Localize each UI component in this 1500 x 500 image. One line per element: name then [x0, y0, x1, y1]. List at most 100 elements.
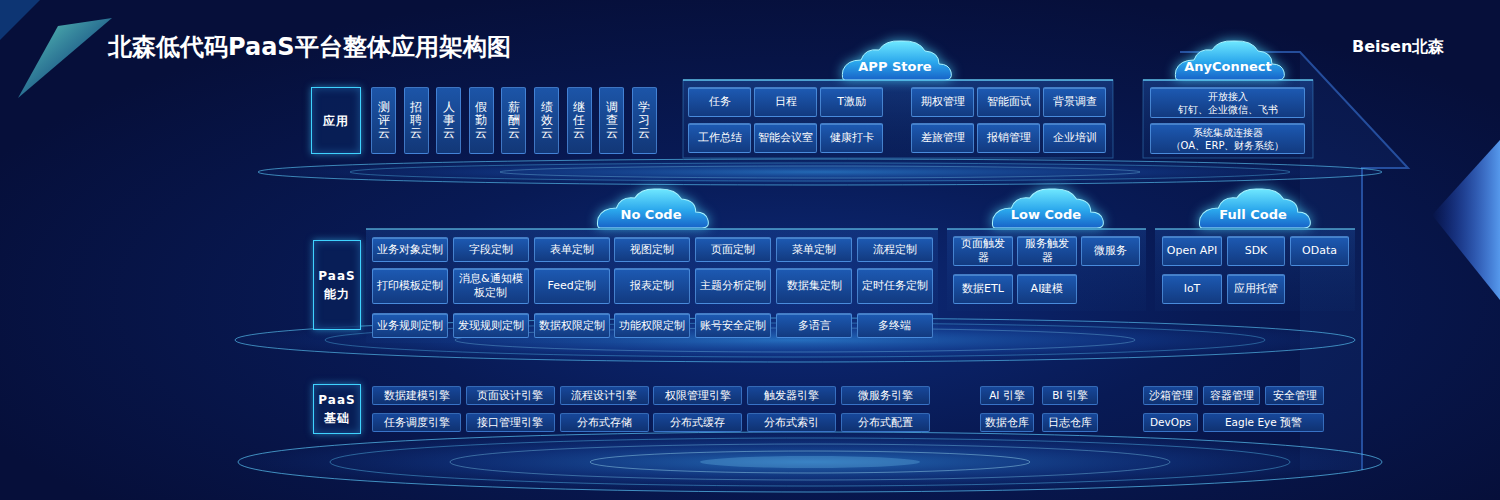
feature-box: 智能面试 [977, 87, 1040, 117]
node-text: 功能权限定制 [619, 319, 685, 333]
node-text: Feed定制 [547, 279, 595, 293]
node-text: 钉钉、企业微信、飞书 [1178, 103, 1278, 116]
platform-disc [258, 159, 1382, 185]
node-text: 学习云 [638, 101, 650, 141]
group-panel [683, 80, 1113, 158]
cloud-product: 绩效云 [534, 87, 559, 154]
feature-box: 视图定制 [614, 237, 690, 262]
node-text: 数据建模引擎 [384, 389, 450, 401]
engine-box: 页面设计引擎 [466, 386, 555, 405]
layer-label: 应用 [311, 87, 361, 154]
node-text: 任务调度引擎 [384, 416, 450, 428]
diagram-title: 北森低代码PaaS平台整体应用架构图 [108, 31, 511, 63]
group-panel [1143, 80, 1313, 158]
feature-box: 任务 [688, 87, 751, 117]
node-text: 假勤云 [475, 101, 487, 141]
side-glow [1432, 140, 1500, 300]
node-text: AI建模 [1031, 282, 1064, 296]
feature-box: 差旅管理 [911, 123, 974, 153]
node-text: 业务对象定制 [377, 243, 443, 257]
node-text: 菜单定制 [792, 243, 836, 257]
node-text: DevOps [1150, 416, 1191, 428]
layer-label: PaaS 基础 [313, 384, 361, 434]
panel-edge [947, 228, 1146, 230]
feature-box: 应用托管 [1227, 274, 1285, 304]
feature-box: 多语言 [776, 313, 852, 338]
node-text: 期权管理 [921, 95, 965, 109]
node-text: 人事云 [443, 101, 455, 141]
engine-box: DevOps [1143, 413, 1198, 432]
group-tab: No Code [590, 186, 712, 228]
node-text: 多语言 [798, 319, 831, 333]
feature-box: IoT [1162, 274, 1222, 304]
node-text: 沙箱管理 [1149, 389, 1193, 401]
node-text: 页面触发器 [956, 237, 1010, 265]
node-text: IoT [1184, 282, 1201, 296]
group-tab: AnyConnect [1168, 38, 1288, 80]
cloud-product: 学习云 [632, 87, 657, 154]
node-text: 权限管理引擎 [665, 389, 731, 401]
node-text: 页面设计引擎 [477, 389, 543, 401]
feature-box: 数据ETL [953, 274, 1013, 304]
node-text: 消息&通知模板定制 [456, 272, 526, 300]
feature-box: T激励 [820, 87, 883, 117]
node-text: 容器管理 [1210, 389, 1254, 401]
node-text: 分布式索引 [764, 416, 819, 428]
node-text: SDK [1245, 244, 1268, 258]
node-text: 视图定制 [630, 243, 674, 257]
feature-box: Open API [1162, 236, 1222, 266]
node-text: APP Store [858, 59, 931, 75]
node-text: Low Code [1011, 207, 1081, 223]
feature-box: 发现规则定制 [453, 313, 529, 338]
node-text: 开放接入 [1208, 90, 1248, 103]
node-text: 工作总结 [698, 131, 742, 145]
group-tab: Low Code [985, 186, 1107, 228]
feature-box: 数据权限定制 [534, 313, 610, 338]
node-text: 分布式配置 [858, 416, 913, 428]
node-text: BI 引擎 [1052, 389, 1088, 401]
engine-box: Eagle Eye 预警 [1203, 413, 1324, 432]
connector-box: 系统集成连接器（OA、ERP、财务系统） [1150, 123, 1305, 154]
engine-box: 分布式配置 [841, 413, 930, 432]
corner-shard [0, 0, 40, 40]
node-text: T激励 [837, 95, 866, 109]
node-text: 报表定制 [630, 279, 674, 293]
feature-box: 健康打卡 [820, 123, 883, 153]
feature-box: 页面定制 [695, 237, 771, 262]
node-text: 应用托管 [1234, 282, 1278, 296]
engine-box: AI 引擎 [980, 386, 1034, 405]
cloud-product: 测评云 [371, 87, 396, 154]
feature-box: 微服务 [1081, 236, 1140, 266]
node-text: 数据权限定制 [539, 319, 605, 333]
feature-box: 打印模板定制 [372, 268, 448, 304]
node-text: 应用 [323, 112, 349, 130]
engine-box: 数据仓库 [980, 413, 1034, 432]
group-tab: Full Code [1192, 186, 1314, 228]
feature-box: 功能权限定制 [614, 313, 690, 338]
node-text: PaaS 能力 [316, 267, 358, 303]
node-text: 页面定制 [711, 243, 755, 257]
feature-box: 数据集定制 [776, 268, 852, 304]
engine-box: 日志仓库 [1042, 413, 1098, 432]
engine-box: BI 引擎 [1042, 386, 1098, 405]
cloud-product: 招聘云 [404, 87, 429, 154]
engine-box: 权限管理引擎 [653, 386, 742, 405]
panel-edge [1155, 228, 1355, 230]
feature-box: AI建模 [1017, 274, 1077, 304]
platform-disc [238, 432, 1382, 492]
node-text: 账号安全定制 [700, 319, 766, 333]
node-text: No Code [621, 207, 682, 223]
node-text: 安全管理 [1273, 389, 1317, 401]
node-text: OData [1302, 244, 1337, 258]
node-text: 绩效云 [541, 101, 553, 141]
engine-box: 容器管理 [1203, 386, 1260, 405]
node-text: 分布式存储 [577, 416, 632, 428]
engine-box: 分布式缓存 [653, 413, 742, 432]
feature-box: 页面触发器 [953, 236, 1013, 266]
feature-box: 流程定制 [857, 237, 933, 262]
connector-box: 开放接入钉钉、企业微信、飞书 [1150, 87, 1305, 118]
feature-box: OData [1290, 236, 1349, 266]
layer-label: PaaS 能力 [313, 240, 361, 330]
node-text: 系统集成连接器 [1193, 126, 1263, 139]
cloud-product: 薪酬云 [501, 87, 526, 154]
